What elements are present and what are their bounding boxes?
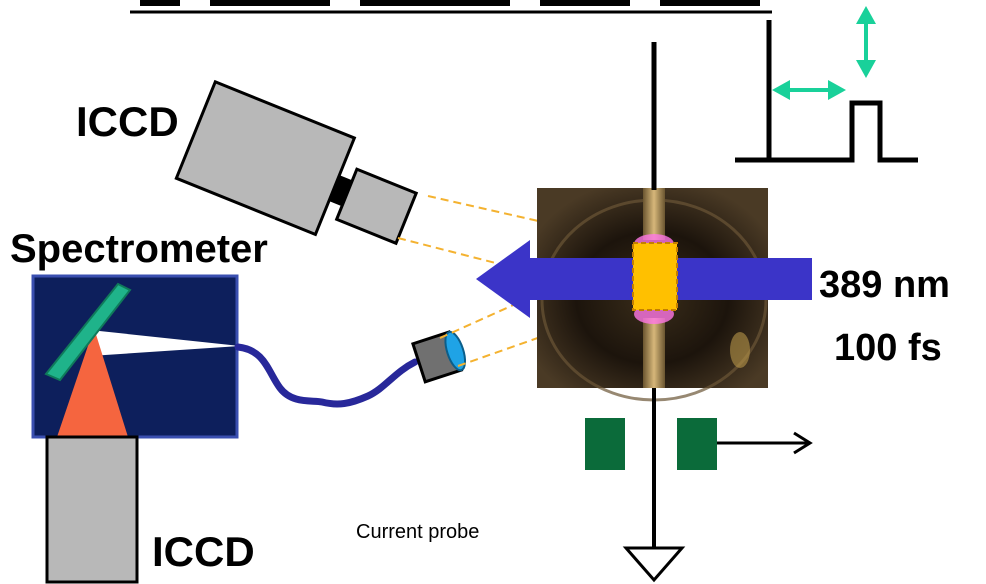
current-probe-left <box>585 418 625 470</box>
lower-electrode <box>643 318 665 388</box>
amplitude-double-arrow-icon <box>856 6 876 78</box>
current-probe-right <box>677 418 717 470</box>
ground-triangle-icon <box>622 546 686 583</box>
pulse-duration-label: 100 fs <box>834 327 942 369</box>
title-fragment <box>128 0 774 14</box>
plasma-region <box>632 242 678 311</box>
iccd-top-label: ICCD <box>76 98 179 145</box>
grating-icon <box>44 282 132 382</box>
iccd-bottom-label: ICCD <box>152 528 255 575</box>
iccd-camera-bottom <box>45 435 139 584</box>
collection-lens <box>411 330 467 384</box>
current-probe-label: Current probe <box>356 521 479 543</box>
iccd-camera-top <box>174 79 419 246</box>
spectrometer-box <box>31 274 240 439</box>
dispersed-light-beam <box>90 330 240 356</box>
wavelength-label: 389 nm <box>819 264 950 306</box>
delay-double-arrow-icon <box>772 80 846 100</box>
optical-fiber <box>234 343 419 408</box>
prism-cone <box>57 328 128 437</box>
upper-electrode <box>643 188 665 240</box>
timing-diagram <box>735 20 918 163</box>
spectrometer-label: Spectrometer <box>10 227 268 271</box>
right-arrow-icon <box>793 431 813 455</box>
